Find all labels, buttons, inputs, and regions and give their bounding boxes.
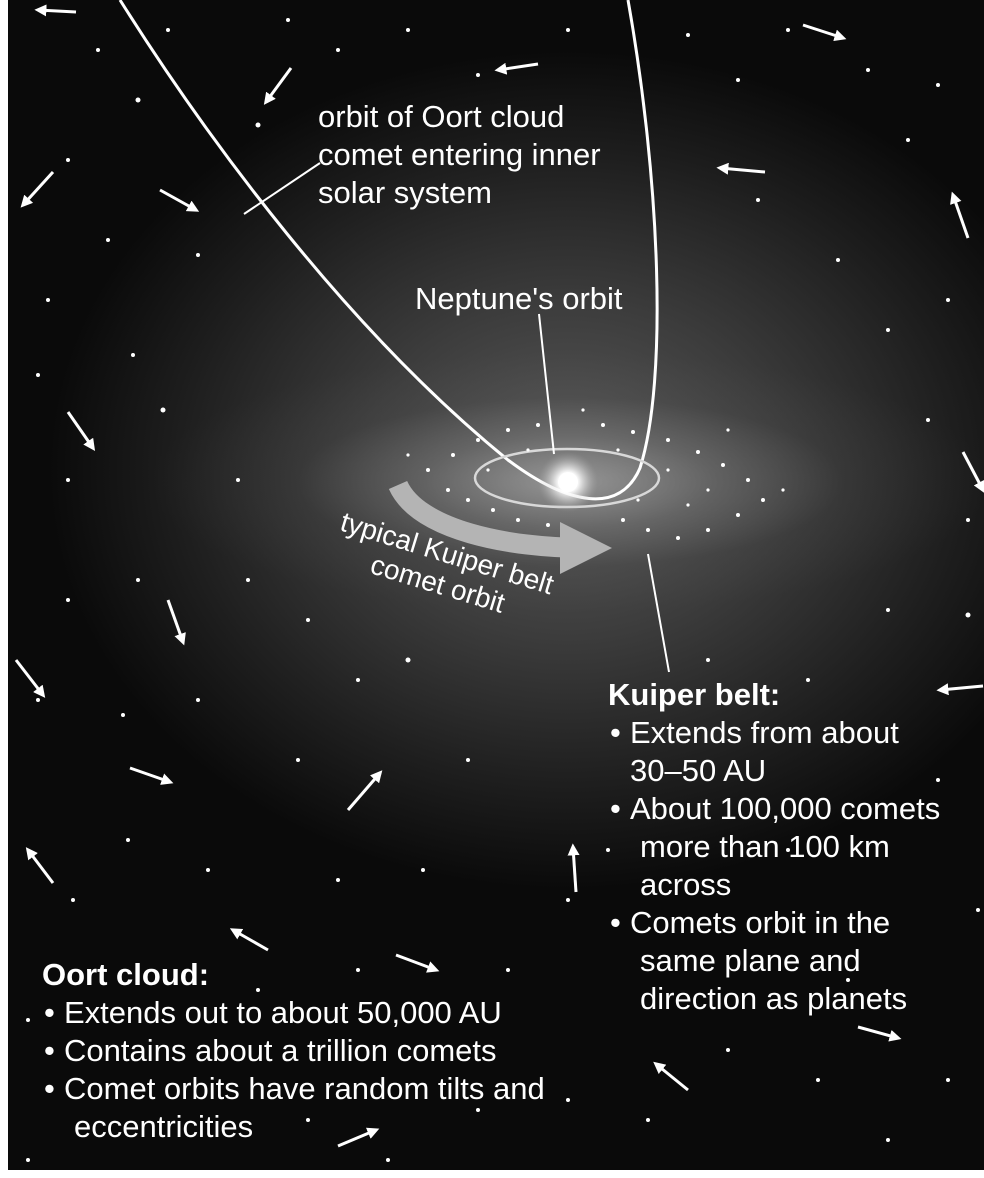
oort-comet-orbit-label-line1: orbit of Oort cloud (318, 99, 565, 134)
oort-comet-orbit-line (118, 0, 659, 501)
diagram-graphics (14, 0, 984, 1162)
oort-cloud-bullet-list: Extends out to about 50,000 AU Contains … (42, 994, 545, 1146)
kuiper-bullet-count-line1: About 100,000 comets (630, 791, 941, 826)
oort-comet-orbit-label-line2: comet entering inner (318, 137, 601, 172)
kuiper-belt-dots (406, 408, 785, 540)
oort-kuiper-diagram: orbit of Oort cloud comet entering inner… (8, 0, 984, 1170)
neptune-orbit-label: Neptune's orbit (415, 281, 623, 316)
oort-cloud-info: Oort cloud: Extends out to about 50,000 … (42, 956, 545, 1146)
kuiper-label-leader (647, 553, 670, 673)
kuiper-bullet-plane-line1: Comets orbit in the (630, 905, 891, 940)
kuiper-bullet-extent-line1: Extends from about (630, 715, 899, 750)
kuiper-belt-info: Kuiper belt: Extends from about 30–50 AU… (608, 676, 940, 1018)
neptune-label-leader (538, 313, 555, 455)
kuiper-belt-heading: Kuiper belt: (608, 677, 781, 712)
kuiper-bullet-extent: Extends from about 30–50 AU (608, 714, 940, 790)
oort-label-leader (243, 162, 321, 215)
oort-cloud-heading: Oort cloud: (42, 957, 210, 992)
kuiper-orbit-arrow (388, 480, 612, 574)
kuiper-bullet-plane-line3: direction as planets (640, 981, 908, 1016)
oort-bullet-tilts-line2: eccentricities (74, 1109, 254, 1144)
oort-bullet-tilts: Comet orbits have random tilts and eccen… (42, 1070, 545, 1146)
oort-comet-orbit-label: orbit of Oort cloud comet entering inner… (318, 98, 601, 212)
comet-motion-arrows (14, 4, 984, 1148)
oort-bullet-extent-line1: Extends out to about 50,000 AU (64, 995, 502, 1030)
oort-bullet-extent: Extends out to about 50,000 AU (42, 994, 545, 1032)
kuiper-bullet-count: About 100,000 comets more than 100 km ac… (608, 790, 940, 904)
kuiper-bullet-plane: Comets orbit in the same plane and direc… (608, 904, 940, 1018)
kuiper-belt-bullet-list: Extends from about 30–50 AU About 100,00… (608, 714, 940, 1018)
kuiper-bullet-plane-line2: same plane and (640, 943, 861, 978)
oort-bullet-tilts-line1: Comet orbits have random tilts and (64, 1071, 545, 1106)
kuiper-bullet-extent-line2: 30–50 AU (630, 753, 767, 788)
oort-bullet-count-line1: Contains about a trillion comets (64, 1033, 497, 1068)
kuiper-bullet-count-line2: more than 100 km (640, 829, 890, 864)
oort-comet-orbit-label-line3: solar system (318, 175, 492, 210)
kuiper-bullet-count-line3: across (640, 867, 732, 902)
oort-bullet-count: Contains about a trillion comets (42, 1032, 545, 1070)
